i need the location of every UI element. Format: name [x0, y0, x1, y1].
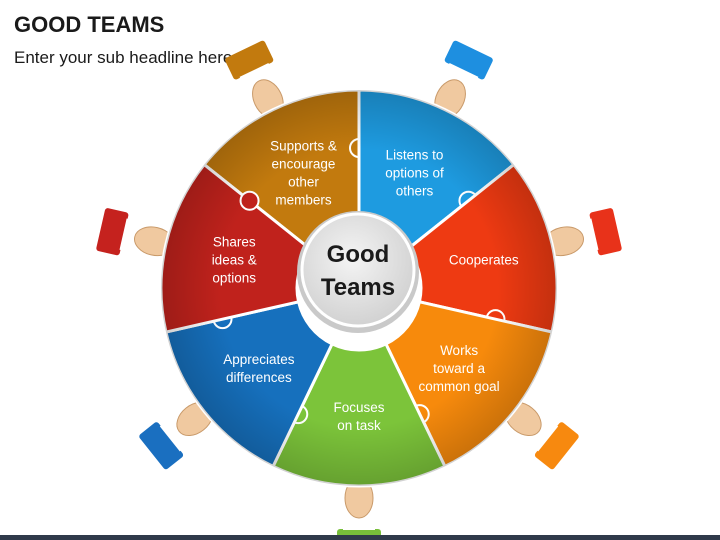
slide-title: GOOD TEAMS	[14, 12, 165, 37]
segment-label-line: other	[288, 175, 319, 190]
cuff	[239, 63, 274, 88]
cuff	[579, 218, 599, 253]
segment-label-line: Listens to	[386, 148, 444, 163]
segment-label-line: Focuses	[333, 400, 384, 415]
puzzle-knob-shares	[239, 190, 260, 211]
segment-label-appreciates: Appreciates differences	[223, 352, 295, 385]
center-title-line2: Teams	[321, 274, 395, 301]
segment-label-line: encourage	[272, 157, 336, 172]
center-title-line1: Good	[327, 241, 390, 268]
segment-label-cooperates: Cooperates	[449, 253, 519, 268]
segment-label-line: on task	[337, 418, 381, 433]
cuff	[343, 518, 375, 530]
segment-label-line: options of	[385, 166, 444, 181]
segment-label-focuses: Focuses on task	[333, 400, 384, 433]
segment-label-listens: Listens to options of others	[385, 148, 444, 199]
segment-label-line: Works	[440, 343, 478, 358]
sleeve	[96, 208, 129, 256]
center-hub: Good Teams	[297, 211, 419, 333]
segment-label-line: differences	[226, 370, 292, 385]
cuff	[444, 63, 479, 88]
segment-label-shares: Shares ideas & options	[212, 235, 257, 286]
hand-icon-cooperates	[543, 208, 622, 257]
segment-label-line: members	[275, 193, 332, 208]
segment-label-works: Works toward a common goal	[419, 343, 500, 394]
sleeve	[444, 40, 493, 80]
sleeve	[225, 40, 274, 80]
cuff	[119, 218, 139, 253]
segment-label-line: others	[396, 184, 434, 199]
segment-label-line: Appreciates	[223, 352, 295, 367]
slide-subtitle: Enter your sub headline here	[14, 48, 233, 67]
footer-bar	[0, 535, 720, 540]
segment-label-supports: Supports & encourage other members	[270, 139, 337, 208]
segment-label-line: toward a	[433, 361, 485, 376]
segment-label-line: Cooperates	[449, 253, 519, 268]
segment-label-line: Supports &	[270, 139, 337, 154]
segment-label-line: common goal	[419, 379, 500, 394]
segment-label-line: ideas &	[212, 253, 257, 268]
sleeve	[589, 208, 622, 256]
segment-label-line: options	[212, 271, 256, 286]
segment-label-line: Shares	[213, 235, 256, 250]
